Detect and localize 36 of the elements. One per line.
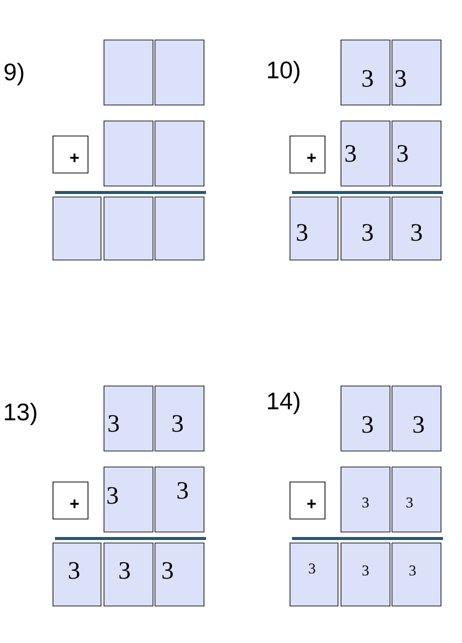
digit-box: 3: [104, 386, 154, 452]
digit-box: 3: [290, 542, 338, 606]
answer-box: [104, 196, 154, 260]
problem-number: 14): [268, 392, 300, 414]
digit-box: 3: [340, 386, 390, 452]
answer-box: [104, 120, 154, 186]
problem-number: 9): [4, 62, 24, 86]
digit-box: 3: [154, 466, 204, 532]
digit-box: 3: [340, 120, 390, 186]
answer-box: [104, 40, 154, 106]
answer-box: [154, 120, 204, 186]
digit-box: 3: [340, 542, 390, 606]
digit-box: 3: [392, 386, 442, 452]
digit-box: 3: [104, 542, 154, 606]
digit-box: 3: [52, 542, 102, 606]
digit-box: 3: [340, 196, 390, 260]
digit-box: 3: [340, 40, 390, 106]
digit-box: 3: [392, 40, 442, 106]
digit-box: 3: [154, 542, 204, 606]
digit-box: 3: [392, 120, 442, 186]
digit-box: 3: [104, 466, 154, 532]
answer-box: [154, 40, 204, 106]
answer-box: [154, 196, 204, 260]
answer-box: [52, 196, 102, 260]
digit-box: 3: [154, 386, 204, 452]
operator-box: +: [290, 482, 326, 520]
problem-number: 13): [4, 402, 36, 426]
problem-number: 10): [268, 60, 300, 84]
digit-box: 3: [392, 196, 442, 260]
digit-box: 3: [290, 196, 338, 260]
digit-box: 3: [392, 542, 442, 606]
digit-box: 3: [340, 466, 390, 532]
operator-box: +: [290, 136, 326, 174]
digit-box: 3: [392, 466, 442, 532]
operator-box: +: [52, 136, 88, 174]
operator-box: +: [52, 482, 88, 520]
